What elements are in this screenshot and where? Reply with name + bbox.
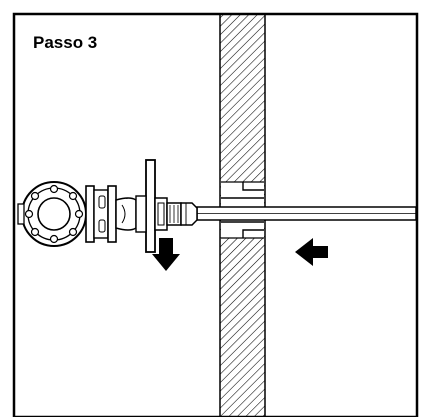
valve-body-icon bbox=[17, 159, 198, 253]
step-title: Passo 3 bbox=[33, 33, 98, 52]
outer-border bbox=[12, 12, 419, 417]
shaft bbox=[196, 206, 417, 221]
arrow-left-icon bbox=[295, 238, 328, 266]
arrow-down-icon bbox=[152, 238, 180, 271]
